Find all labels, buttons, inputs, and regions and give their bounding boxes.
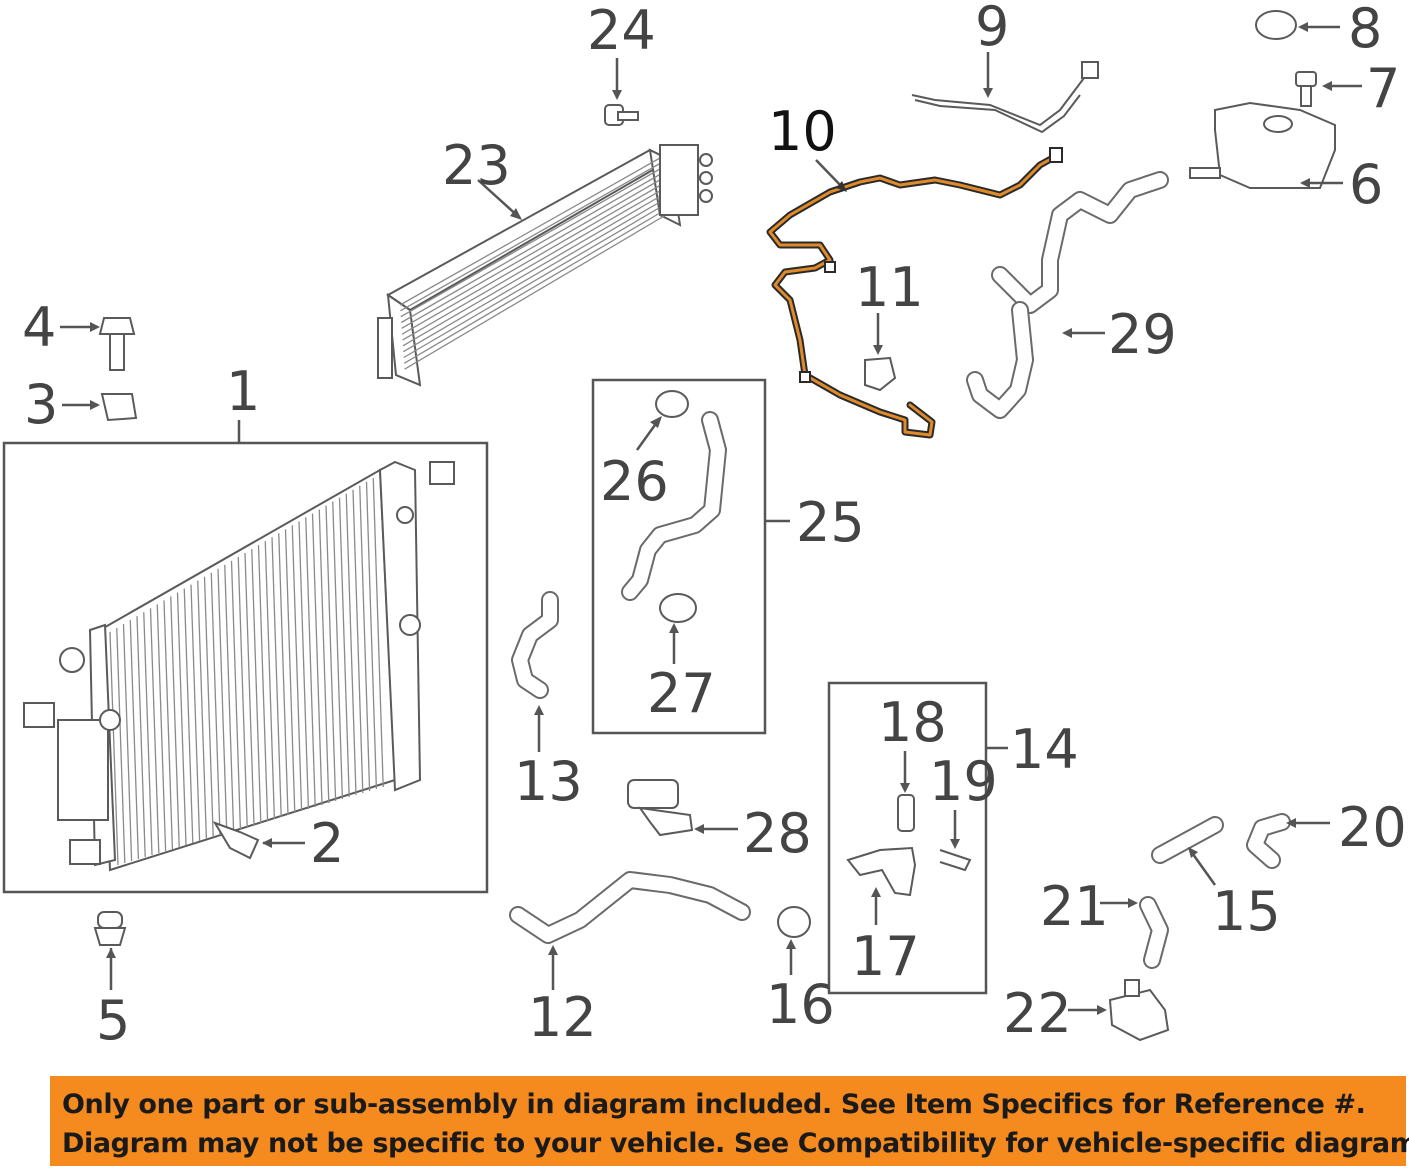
callout-25: 25	[796, 491, 865, 554]
callout-19: 19	[929, 750, 998, 813]
part-5-mount	[93, 911, 127, 946]
part-28-valve	[627, 779, 694, 837]
part-22-pump	[1108, 979, 1170, 1042]
part-8-cap	[1255, 10, 1297, 40]
part-26-clamp	[655, 390, 689, 418]
part-3-grommet	[100, 393, 138, 422]
callout-24: 24	[587, 0, 656, 62]
part-24-bolt	[604, 104, 639, 126]
group-14-box	[827, 681, 988, 995]
callout-29: 29	[1108, 303, 1177, 366]
part-25-hose-assembly	[621, 411, 727, 601]
callout-4: 4	[22, 296, 56, 359]
group-25-box	[591, 378, 767, 735]
callout-11: 11	[855, 256, 924, 319]
callout-8: 8	[1348, 0, 1382, 60]
part-2-bracket	[212, 821, 260, 860]
callout-22: 22	[1003, 982, 1072, 1045]
disclaimer-banner: Only one part or sub-assembly in diagram…	[50, 1076, 1409, 1166]
callout-20: 20	[1338, 796, 1407, 859]
part-10-hose-highlighted	[766, 147, 1063, 439]
callout-5: 5	[96, 989, 130, 1052]
part-19-clip	[939, 849, 972, 872]
callout-17: 17	[851, 925, 920, 988]
part-18-bleeder	[897, 794, 915, 832]
callout-7: 7	[1366, 57, 1400, 120]
callout-28: 28	[743, 802, 812, 865]
part-11-clamp	[864, 356, 897, 392]
callout-3: 3	[24, 373, 58, 436]
callout-13: 13	[514, 750, 583, 813]
callout-14: 14	[1010, 718, 1079, 781]
part-23-intercooler	[377, 144, 713, 387]
callout-12: 12	[528, 986, 597, 1049]
callout-26: 26	[600, 450, 669, 513]
callout-27: 27	[647, 662, 716, 725]
part-20-hose	[1246, 813, 1291, 869]
part-6-reservoir	[1189, 101, 1336, 189]
part-17-housing	[846, 846, 917, 897]
callout-23: 23	[442, 134, 511, 197]
callout-15: 15	[1212, 880, 1281, 943]
callout-2: 2	[310, 812, 344, 875]
radiator-illustration	[23, 460, 455, 872]
radiator-group-box	[2, 441, 489, 894]
part-9-hose-cable	[911, 61, 1099, 134]
part-21-hose	[1139, 896, 1169, 969]
part-29-hose	[966, 171, 1169, 419]
disclaimer-line-2: Diagram may not be specific to your vehi…	[62, 1128, 1409, 1159]
callout-1: 1	[226, 360, 260, 423]
callout-21: 21	[1040, 875, 1109, 938]
part-7-bolt	[1295, 71, 1317, 107]
callout-9: 9	[975, 0, 1009, 58]
part-16-grommet	[777, 906, 811, 938]
callout-16: 16	[766, 973, 835, 1036]
part-27-clamp	[659, 593, 697, 623]
part-4-bolt	[98, 317, 136, 371]
part-15-tube	[1151, 816, 1224, 864]
callout-10: 10	[768, 100, 837, 163]
part-13-hose	[511, 591, 559, 699]
callout-18: 18	[878, 691, 947, 754]
callout-6: 6	[1349, 153, 1383, 216]
part-12-hose	[509, 871, 751, 944]
disclaimer-line-1: Only one part or sub-assembly in diagram…	[62, 1089, 1366, 1120]
